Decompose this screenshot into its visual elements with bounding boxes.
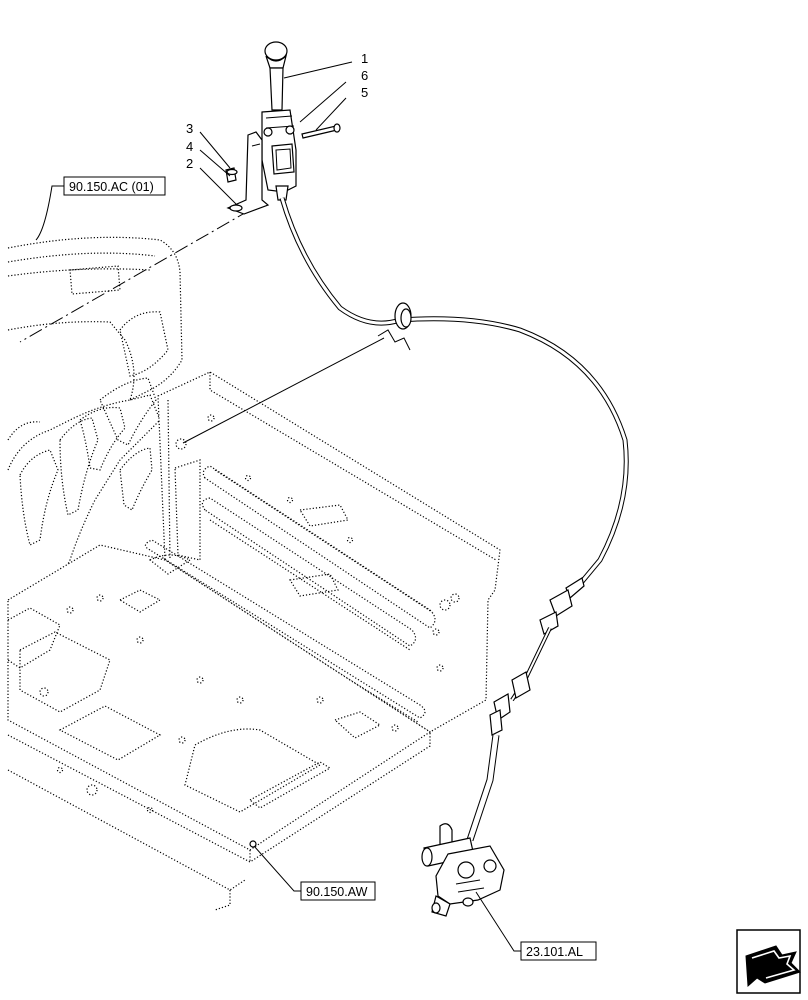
arrow-down-left-icon[interactable] [736,929,801,994]
reference-platform-label: 90.150.AW [306,885,368,899]
callout-2: 2 [186,156,193,171]
reference-transmission-label: 23.101.AL [526,945,583,959]
shift-lever-assembly [199,41,353,215]
callout-3: 3 [186,121,193,136]
reference-platform[interactable]: 90.150.AW [249,840,376,901]
cable-break-mark [377,329,411,351]
callout-4: 4 [186,139,193,154]
transmission-shift-unit [421,823,505,917]
callout-5: 5 [361,85,368,100]
reference-cab-label: 90.150.AC (01) [69,180,154,194]
mount-guide-line [19,209,251,343]
callout-1: 1 [361,51,368,66]
shift-cable [279,197,629,842]
cable-route-leader [182,337,385,444]
callout-6: 6 [361,68,368,83]
reference-transmission[interactable]: 23.101.AL [475,891,597,961]
cab-platform-outline [7,236,501,911]
reference-cab[interactable]: 90.150.AC (01) [35,176,166,241]
